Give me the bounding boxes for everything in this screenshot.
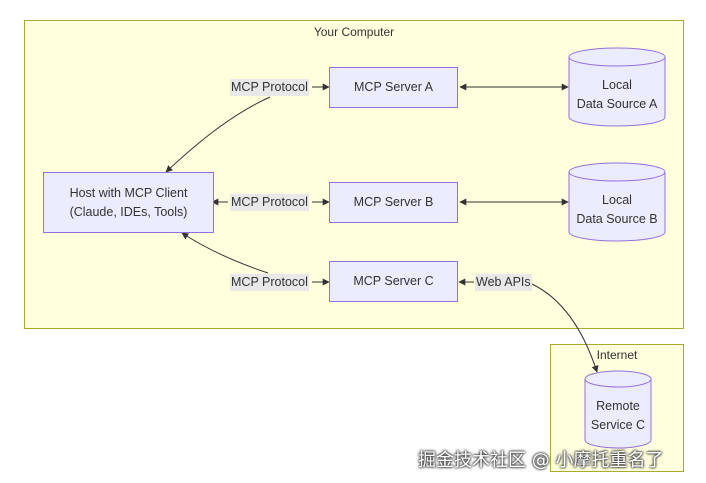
local-data-source-a-node: Local Data Source A (568, 47, 666, 127)
mcp-server-c-label: MCP Server C (353, 274, 434, 288)
mcp-server-c-node: MCP Server C (329, 261, 458, 302)
internet-title: Internet (596, 348, 638, 362)
your-computer-title: Your Computer (313, 25, 395, 39)
edge-protocol-a-to-host (165, 96, 271, 173)
watermark: 掘金技术社区 @ 小摩托重名了 (418, 450, 664, 471)
edge-label-web-apis: Web APIs (475, 274, 532, 291)
remote-c-line2: Service C (590, 418, 646, 432)
edge-protocol-c-to-host (181, 232, 269, 274)
edge-label-protocol-a: MCP Protocol (230, 79, 309, 96)
edge-label-protocol-c: MCP Protocol (230, 274, 309, 291)
remote-c-line1: Remote (596, 399, 640, 413)
cylinder-c-shape (584, 370, 652, 449)
cylinder-b-shape (568, 162, 666, 242)
cylinder-a-shape (568, 47, 666, 127)
remote-service-c-node: Remote Service C (584, 370, 652, 450)
host-label-line2: (Claude, IDEs, Tools) (69, 204, 188, 219)
mcp-server-b-node: MCP Server B (329, 182, 458, 223)
local-data-source-b-node: Local Data Source B (568, 162, 666, 242)
internet-cluster: Internet (550, 344, 684, 472)
mcp-server-a-label: MCP Server A (354, 80, 433, 94)
edge-label-protocol-b: MCP Protocol (230, 194, 309, 211)
data-b-line2: Data Source B (576, 212, 658, 226)
host-label-line1: Host with MCP Client (69, 185, 188, 200)
mcp-server-a-node: MCP Server A (329, 67, 458, 108)
host-node: Host with MCP Client (Claude, IDEs, Tool… (43, 172, 214, 233)
edge-web-apis-to-remote (531, 283, 599, 373)
data-b-line1: Local (602, 193, 632, 207)
data-a-line1: Local (602, 78, 632, 92)
mcp-server-b-label: MCP Server B (353, 195, 434, 209)
data-a-line2: Data Source A (576, 97, 658, 111)
